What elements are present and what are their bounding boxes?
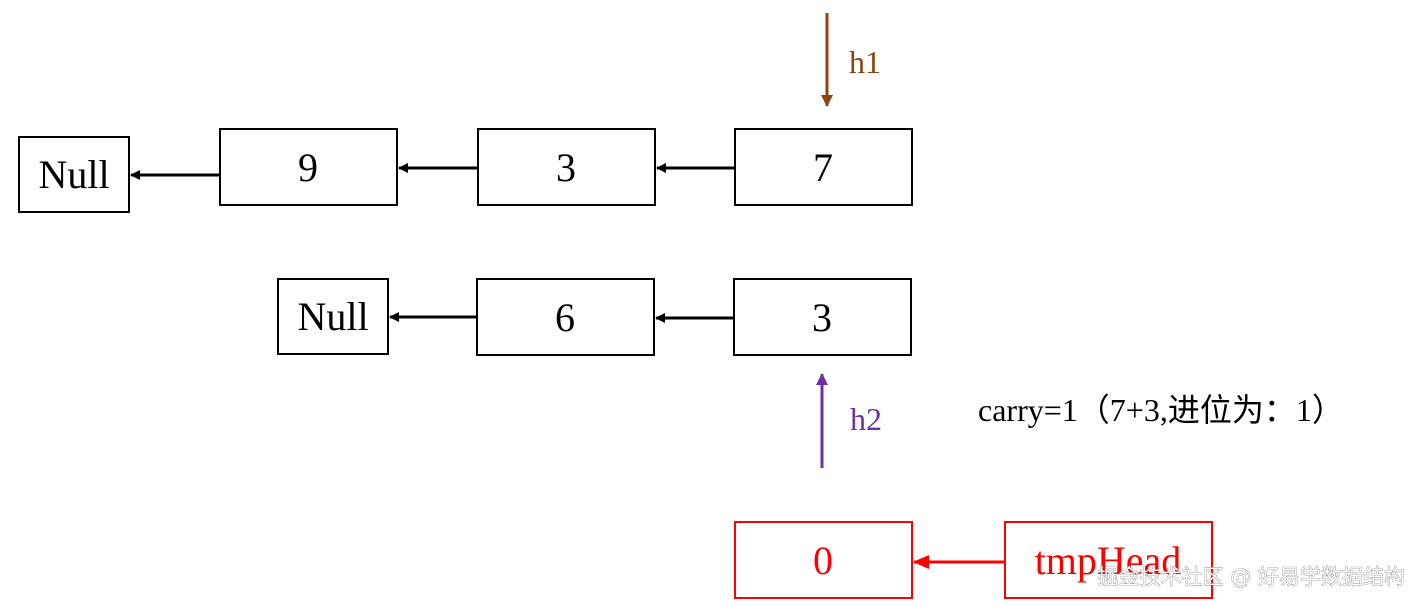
h1-pointer: h1 — [821, 13, 881, 107]
h2-pointer: h2 — [816, 373, 882, 468]
node-value: 7 — [813, 145, 833, 190]
h2-label: h2 — [850, 401, 882, 437]
node-value: 9 — [298, 145, 318, 190]
list1-node-3: 3 — [477, 128, 656, 206]
list1-null-node: Null — [18, 136, 130, 213]
result-list: 0 tmpHead — [734, 521, 1213, 599]
tmphead-node: tmpHead — [1004, 521, 1213, 599]
list1: Null 9 3 7 — [18, 128, 913, 213]
result-node-0: 0 — [734, 521, 913, 599]
node-value: 3 — [812, 295, 832, 340]
list2-null-node: Null — [277, 278, 389, 355]
null-label: Null — [38, 152, 109, 197]
node-value: 3 — [556, 145, 576, 190]
node-value: 0 — [813, 538, 833, 583]
list1-node-9: 9 — [219, 128, 398, 206]
list2-node-6: 6 — [476, 278, 655, 356]
watermark: 掘金技术社区 @ 好易学数据结构 — [1098, 565, 1405, 589]
node-value: 6 — [555, 295, 575, 340]
list2: Null 6 3 — [277, 278, 912, 356]
list1-node-7: 7 — [734, 128, 913, 206]
tmphead-label: tmpHead — [1035, 538, 1182, 583]
null-label: Null — [297, 294, 368, 339]
h1-label: h1 — [849, 44, 881, 80]
carry-note: carry=1（7+3,进位为：1） — [978, 392, 1344, 428]
list2-node-3: 3 — [733, 278, 912, 356]
